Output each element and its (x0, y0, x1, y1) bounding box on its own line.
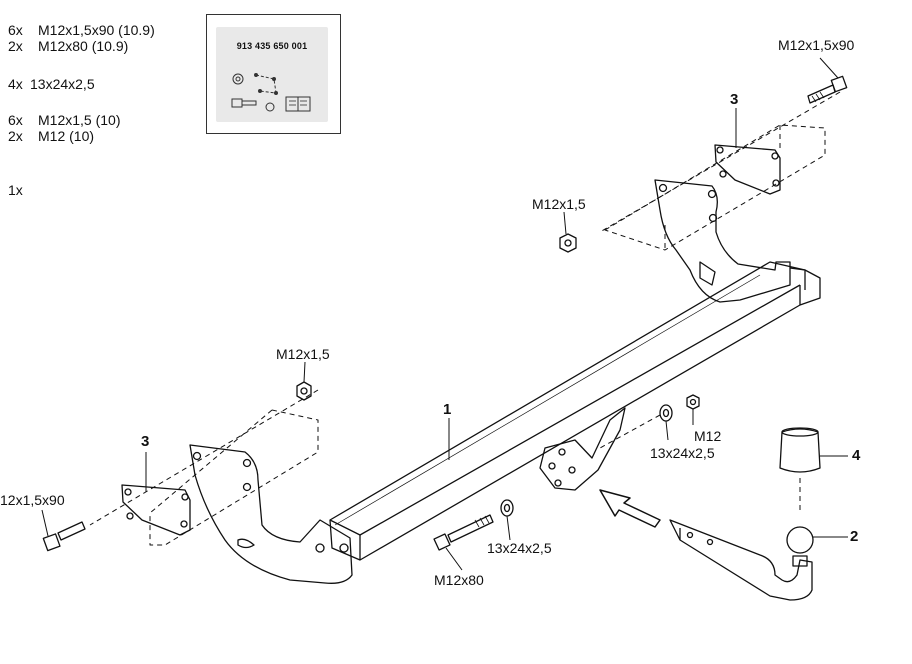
spacer-plate-top (714, 144, 781, 195)
right-side-bracket (654, 179, 791, 303)
label-bolt-top-right: M12x1,5x90 (778, 37, 855, 53)
parts-list-spec-5: M12 (10) (38, 128, 95, 144)
bolt-bottom (433, 514, 494, 551)
parts-list-qty-3: 4x (8, 76, 23, 92)
ball-cover (779, 427, 821, 473)
parts-list-qty-4: 6x (8, 112, 23, 128)
label-washer-right: 13x24x2,5 (650, 445, 715, 461)
parts-list-qty-1: 6x (8, 22, 23, 38)
label-washer-bottom: 13x24x2,5 (487, 540, 552, 556)
callout-4: 4 (852, 447, 861, 464)
bracket-hole (242, 482, 252, 492)
cross-beam (329, 261, 821, 561)
label-bolt-left: 12x1,5x90 (0, 492, 65, 508)
washer-icon (265, 102, 275, 112)
callout-1: 1 (443, 401, 452, 418)
callout-3-top: 3 (730, 91, 739, 108)
socket-plate (539, 407, 626, 491)
nut-icon (232, 73, 244, 85)
parts-list-spec-3: 13x24x2,5 (30, 76, 95, 92)
parts-list-spec-2: M12x80 (10.9) (38, 38, 129, 54)
tow-ball (669, 519, 814, 601)
bracket-hole (339, 543, 349, 553)
alignment-guides (89, 91, 841, 546)
parts-list-qty-5: 2x (8, 128, 23, 144)
label-bolt-bottom: M12x80 (434, 572, 484, 588)
kit-card-icons (231, 73, 311, 112)
label-nut-left: M12x1,5 (276, 346, 330, 362)
bracket-hole (192, 451, 202, 461)
washer-right (659, 404, 673, 422)
bracket-hole (242, 458, 252, 468)
left-side-bracket (189, 444, 353, 584)
bracket-gusset (699, 261, 716, 286)
parts-list-qty-2: 2x (8, 38, 23, 54)
kit-card: 913 435 650 001 (206, 14, 341, 134)
kit-card-code: 913 435 650 001 (236, 41, 308, 51)
bolt-top-right (807, 75, 848, 104)
parts-list-spec-1: M12x1,5x90 (10.9) (38, 22, 155, 38)
parts-list-spec-4: M12x1,5 (10) (38, 112, 121, 128)
bracket-hole (707, 189, 717, 199)
leader-lines (41, 57, 848, 571)
bolt-left (42, 521, 86, 552)
washer-bottom (500, 499, 514, 517)
direction-arrow (599, 489, 661, 528)
callout-2: 2 (850, 528, 859, 545)
nut-m12 (686, 394, 700, 410)
label-nut-top: M12x1,5 (532, 196, 586, 212)
callout-3-left: 3 (141, 433, 150, 450)
bracket-hole (315, 543, 325, 553)
label-nut-m12: M12 (694, 428, 722, 444)
bracket-hole (658, 183, 668, 193)
fixing-pattern-icon (255, 74, 277, 94)
nut-top (559, 233, 577, 253)
parts-list-qty-6: 1x (8, 182, 23, 198)
nut-left (296, 381, 312, 401)
kit-card-panel: 913 435 650 001 (216, 27, 328, 122)
spacer-plate-left (121, 484, 191, 536)
bracket-slot (237, 538, 255, 549)
